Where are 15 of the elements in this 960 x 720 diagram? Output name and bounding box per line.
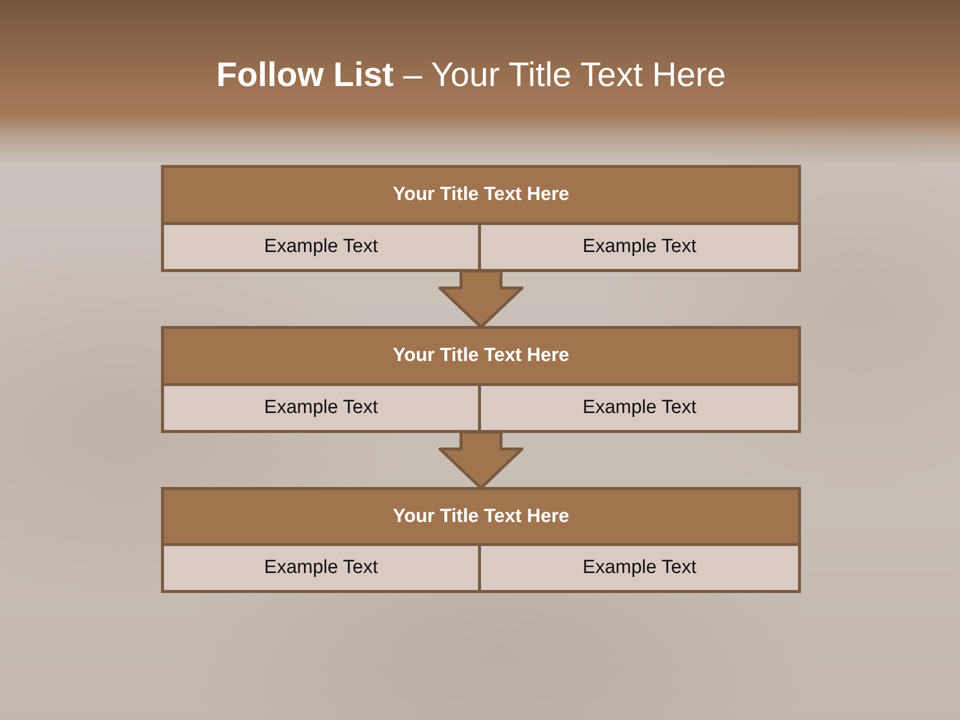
down-arrow [438,430,524,490]
slide-title: Follow List – Your Title Text Here [216,55,726,96]
list-item: Example Text [164,222,481,269]
list-item: Example Text [481,222,798,269]
list-item: Example Text [481,543,798,590]
list-item: Example Text [481,383,798,430]
group-heading: Your Title Text Here [392,505,570,529]
list-item: Example Text [164,543,481,590]
group-heading: Your Title Text Here [392,344,570,368]
list-group-box [161,165,801,272]
list-group-box [161,326,801,433]
down-arrow [438,270,524,328]
group-heading: Your Title Text Here [392,183,570,207]
list-item: Example Text [164,383,481,430]
list-group-box [161,487,801,593]
